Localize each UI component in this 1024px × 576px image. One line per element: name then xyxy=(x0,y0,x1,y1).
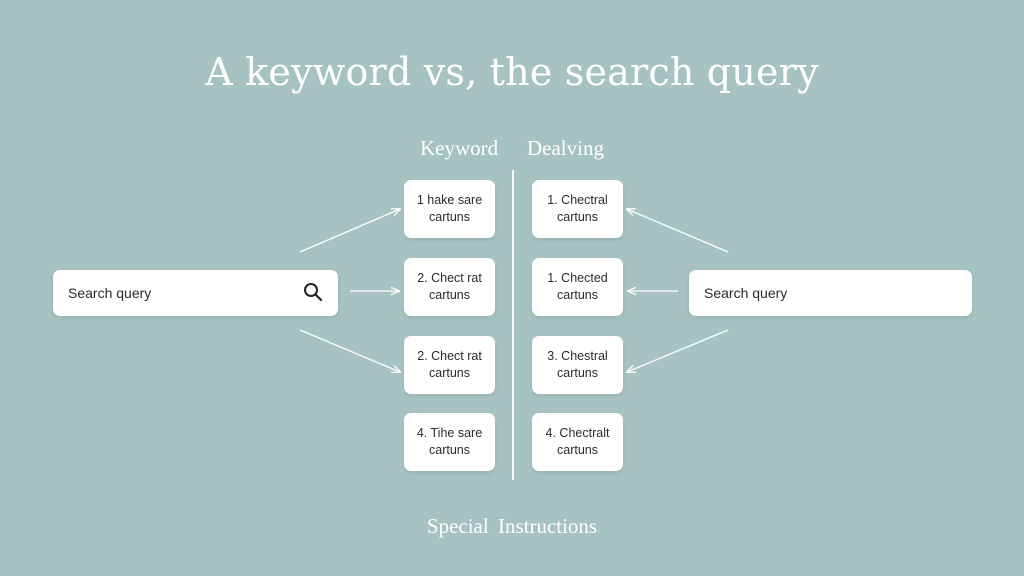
keyword-card-3: 2. Chect rat cartuns xyxy=(404,336,495,394)
keyword-card-2: 2. Chect rat cartuns xyxy=(404,258,495,316)
search-query-label: Search query xyxy=(704,285,788,301)
arrow-right-to-card-3 xyxy=(627,329,729,372)
keyword-card-4: 4. Tihe sare cartuns xyxy=(404,413,495,471)
card-line: cartuns xyxy=(429,288,470,302)
card-line: cartuns xyxy=(429,210,470,224)
card-line: 1. Chectral xyxy=(547,193,608,207)
arrow-right-to-card-1 xyxy=(627,209,729,253)
search-query-label: Search query xyxy=(68,285,152,301)
arrow-left-to-card-3 xyxy=(299,329,400,372)
card-line: cartuns xyxy=(557,288,598,302)
card-line: 2. Chect rat xyxy=(417,349,482,363)
dealving-card-2: 1. Chected cartuns xyxy=(532,258,623,316)
dealving-card-4: 4. Chectralt cartuns xyxy=(532,413,623,471)
keyword-card-1: 1 hake sare cartuns xyxy=(404,180,495,238)
card-line: cartuns xyxy=(557,366,598,380)
diagram-title: A keyword vs, the search query xyxy=(205,50,819,94)
dealving-card-1: 1. Chectral cartuns xyxy=(532,180,623,238)
card-line: 2. Chect rat xyxy=(417,271,482,285)
keyword-column-label: Keyword xyxy=(420,136,499,160)
card-line: 1. Chected xyxy=(547,271,608,285)
dealving-card-3: 3. Chestral cartuns xyxy=(532,336,623,394)
column-divider xyxy=(512,170,514,480)
search-query-input-left[interactable]: Search query xyxy=(53,270,338,316)
card-line: cartuns xyxy=(557,443,598,457)
card-line: 4. Tihe sare xyxy=(416,426,483,440)
card-line: 3. Chestral xyxy=(547,349,608,363)
search-icon[interactable] xyxy=(303,282,323,305)
arrow-left-to-card-1 xyxy=(299,209,400,253)
special-instructions-footer: Special Instructions xyxy=(426,514,598,538)
card-line: 4. Chectralt xyxy=(545,426,610,440)
dealving-column-label: Dealving xyxy=(527,136,604,160)
card-line: cartuns xyxy=(557,210,598,224)
card-line: 1 hake sare xyxy=(416,193,483,207)
card-line: cartuns xyxy=(429,366,470,380)
search-query-input-right[interactable]: Search query xyxy=(689,270,972,316)
card-line: cartuns xyxy=(429,443,470,457)
